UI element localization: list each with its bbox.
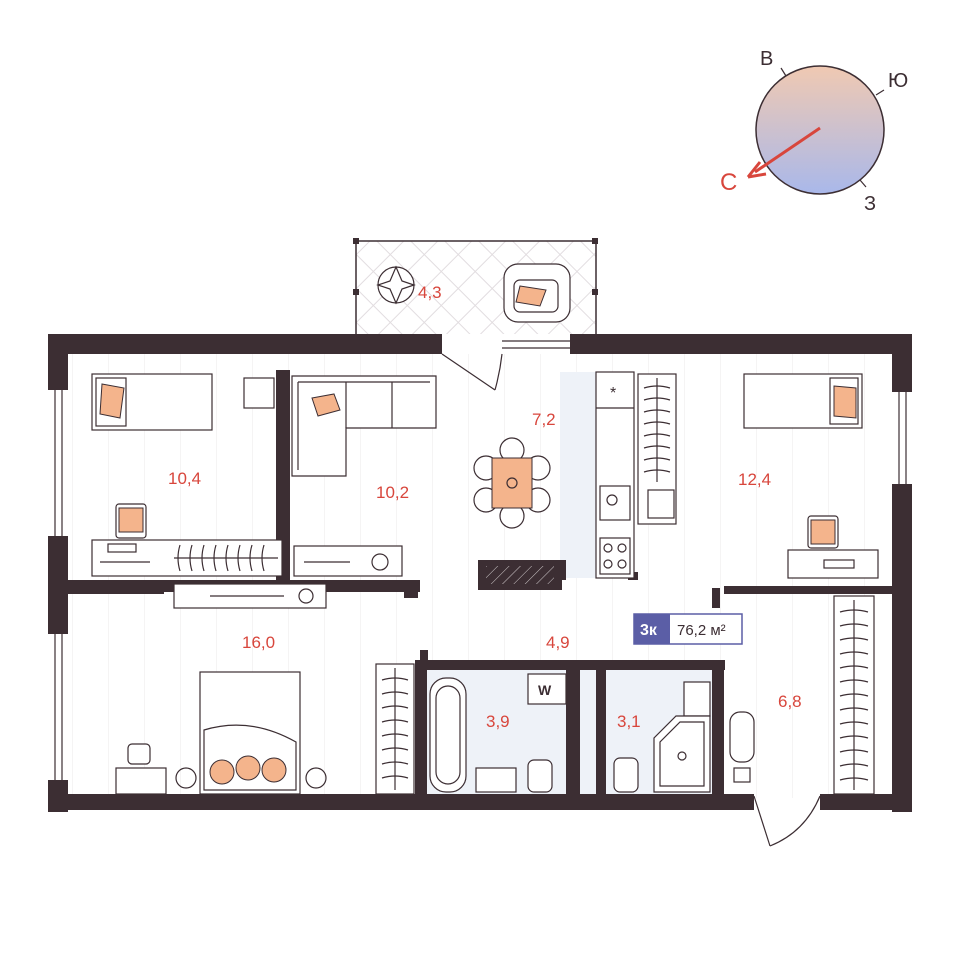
sink-icon bbox=[599, 485, 631, 521]
area-balcony: 4,3 bbox=[418, 283, 442, 302]
chair-icon bbox=[243, 377, 275, 409]
compass-west-label: З bbox=[864, 193, 876, 215]
washer-label: W bbox=[538, 682, 552, 698]
apartment-badge: 3к 76,2 м² bbox=[633, 613, 743, 645]
lamp-left-icon bbox=[175, 767, 197, 789]
badge-rooms-bg bbox=[634, 614, 670, 644]
area-shower-room: 3,1 bbox=[617, 712, 641, 731]
windows bbox=[48, 334, 912, 780]
area-living-room: 10,2 bbox=[376, 483, 409, 502]
wardrobe-room bbox=[729, 595, 875, 795]
bathtub-icon bbox=[429, 677, 467, 793]
compass-east-label: В bbox=[760, 48, 773, 70]
kitchen: * bbox=[473, 371, 635, 579]
balcony bbox=[353, 238, 598, 336]
badge-rooms: 3к bbox=[640, 622, 658, 639]
bath-toilet-icon bbox=[527, 759, 553, 793]
entrance-door-icon bbox=[753, 795, 821, 847]
north-arrow bbox=[754, 126, 821, 174]
tick-east bbox=[780, 67, 787, 77]
shower-cabin-icon bbox=[653, 715, 711, 793]
stove-icon bbox=[599, 537, 631, 575]
bedroom-master bbox=[115, 583, 415, 795]
shower-room bbox=[613, 681, 711, 793]
room-area-labels: 4,3 10,4 10,2 7,2 12,4 16,0 4,9 3,9 3,1 … bbox=[168, 283, 802, 731]
shoe-rack-icon bbox=[729, 711, 755, 763]
tick-west bbox=[859, 179, 867, 188]
area-bedroom-master: 16,0 bbox=[242, 633, 275, 652]
lamp-right-icon bbox=[305, 767, 327, 789]
clothes-icon bbox=[647, 489, 675, 519]
balcony-armchair-icon bbox=[503, 263, 571, 323]
living-room bbox=[291, 375, 437, 577]
washer-icon bbox=[527, 673, 567, 705]
area-hall: 4,9 bbox=[546, 633, 570, 652]
area-kitchen: 7,2 bbox=[532, 410, 556, 429]
tick-south bbox=[875, 89, 885, 96]
area-bedroom-top-left: 10,4 bbox=[168, 469, 201, 488]
balcony-door-icon bbox=[441, 353, 503, 391]
bedroom-top-right bbox=[637, 373, 879, 579]
bath-sink-icon bbox=[475, 767, 517, 793]
kitchen-floor-strip bbox=[560, 372, 596, 578]
area-bedroom-top-right: 12,4 bbox=[738, 470, 771, 489]
area-bathroom: 3,9 bbox=[486, 712, 510, 731]
compass-north-label: С bbox=[720, 169, 737, 196]
compass-dial bbox=[755, 65, 885, 195]
dining-table-icon bbox=[473, 437, 551, 529]
shower-sink-icon bbox=[683, 681, 711, 717]
north-arrowhead-icon bbox=[746, 161, 767, 179]
bedroom-top-left bbox=[91, 373, 283, 577]
fridge-label: * bbox=[610, 385, 616, 402]
shower-toilet-icon bbox=[613, 757, 639, 793]
nightstand-icon bbox=[115, 767, 167, 795]
badge-area: 76,2 м² bbox=[677, 622, 726, 639]
compass-south-label: Ю bbox=[888, 70, 908, 92]
plant-icon bbox=[376, 265, 416, 305]
area-wardrobe: 6,8 bbox=[778, 692, 802, 711]
bathroom: W bbox=[429, 673, 567, 793]
tv-stand-icon bbox=[293, 545, 403, 577]
compass: В Ю З С bbox=[720, 48, 908, 215]
hangers-icon bbox=[174, 544, 278, 572]
